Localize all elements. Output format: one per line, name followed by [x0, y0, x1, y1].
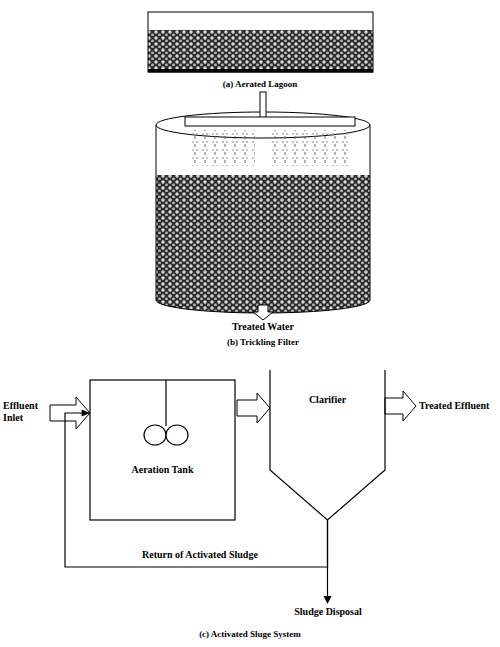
flow-arrow: [237, 393, 270, 423]
node-label: Aeration Tank: [90, 464, 235, 476]
node-label: Clarifier: [270, 394, 385, 406]
output-label: Treated Effluent: [419, 400, 489, 412]
flow-arrow: [65, 409, 328, 567]
aerated-lagoon: [148, 12, 373, 73]
input-label: Effluent Inlet: [3, 400, 47, 423]
output-label: Treated Water: [203, 321, 323, 333]
clarifier-outline: [270, 370, 385, 520]
output-label: Sludge Disposal: [268, 606, 388, 618]
trickling-filter: [156, 92, 370, 320]
outlet-arrow: [385, 391, 416, 421]
figure-caption: (b) Trickling Filter: [163, 337, 363, 347]
aeration-tank-outline: [90, 380, 235, 520]
figure-caption: (c) Activated Sluge System: [150, 629, 350, 639]
clarifier: Clarifier: [270, 370, 385, 520]
figure-caption: (a) Aerated Lagoon: [150, 79, 370, 89]
edge-label: Return of Activated Sludge: [140, 549, 260, 561]
aeration-tank: Aeration Tank: [90, 380, 235, 520]
